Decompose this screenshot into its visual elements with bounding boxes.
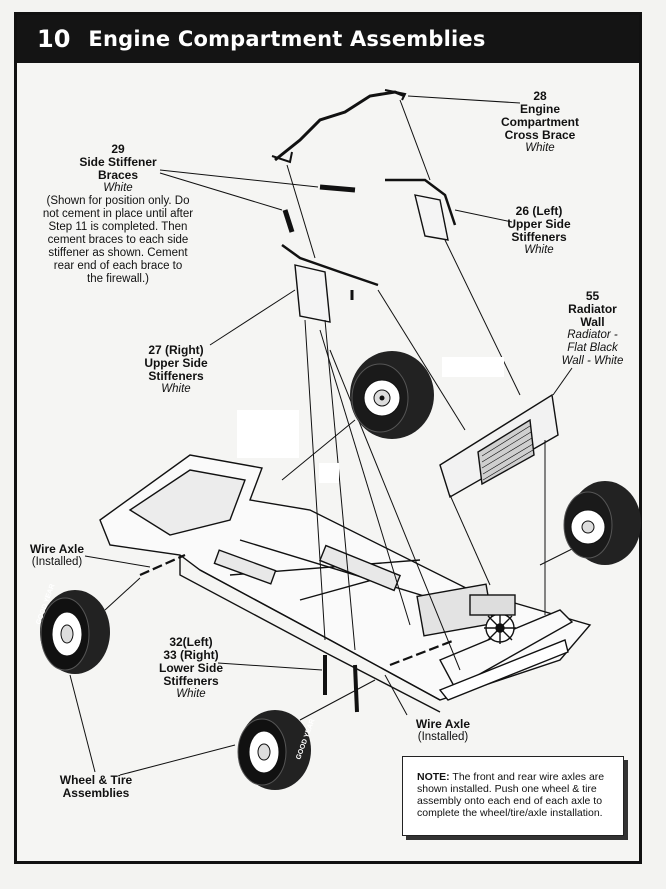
lower-side-stiffener-right (353, 664, 359, 713)
wheel-tire-right (563, 481, 641, 565)
assembly-note: NOTE: The front and rear wire axles are … (402, 756, 624, 836)
engine-block (416, 583, 516, 644)
upper-side-stiffener-left (385, 178, 457, 241)
wheel-tire-bottom: GOOD YEAR (237, 710, 316, 790)
scan-patch (442, 357, 504, 377)
label-part-28: 28 Engine Compartment Cross Brace White (500, 89, 579, 155)
label-wire-axle-front: Wire Axle (Installed) (415, 717, 471, 744)
label-part-29: 29 Side Stiffener Braces White (Shown fo… (42, 142, 194, 286)
upper-side-stiffener-right (281, 243, 379, 323)
callout-leaders (69, 95, 573, 776)
label-part-27: 27 (Right) Upper Side Stiffeners White (144, 343, 208, 396)
label-wheel-tire: Wheel & Tire Assemblies (59, 773, 133, 800)
scan-patch (319, 463, 339, 483)
label-part-26: 26 (Left) Upper Side Stiffeners White (507, 204, 571, 257)
wheel-tire-upper (350, 351, 434, 439)
step-title: Engine Compartment Assemblies (88, 27, 486, 51)
label-part-55: 55 Radiator Wall Radiator - Flat Black W… (561, 289, 624, 368)
side-stiffener-brace-right (282, 209, 295, 233)
wire-axle-front (389, 638, 456, 667)
step-number: 10 (37, 25, 71, 53)
wheel-tire-left: GOOD YEAR (35, 583, 110, 674)
note-label: NOTE: (417, 771, 450, 783)
label-part-32-33: 32(Left) 33 (Right) Lower Side Stiffener… (158, 635, 223, 701)
assembly-guide-lines (104, 99, 581, 721)
scan-patch (237, 410, 299, 458)
step-header: 10 Engine Compartment Assemblies (17, 15, 639, 63)
label-wire-axle-rear: Wire Axle (Installed) (29, 542, 85, 569)
side-stiffener-brace-left (319, 184, 356, 193)
radiator-wall (439, 393, 559, 499)
chassis (99, 454, 592, 713)
engine-compartment-cross-brace (271, 89, 407, 164)
wire-axle-rear (139, 553, 186, 577)
note-text: The front and rear wire axles are shown … (417, 771, 605, 819)
